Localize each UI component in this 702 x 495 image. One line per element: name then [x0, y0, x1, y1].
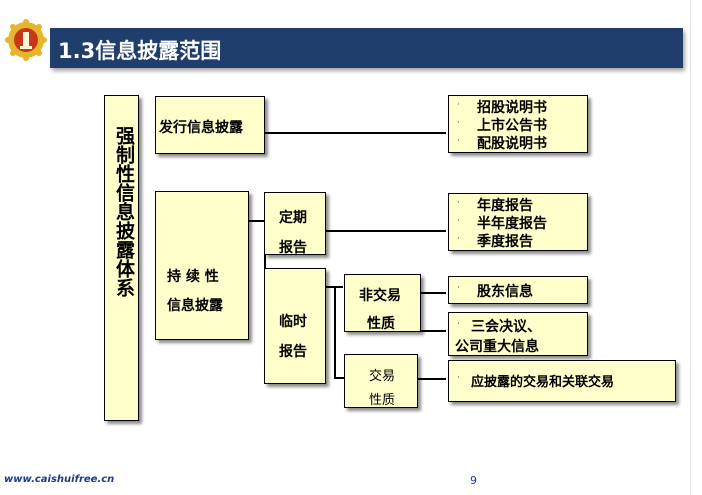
- issuance-label: 发行信息披露: [159, 120, 243, 136]
- connector: [325, 230, 446, 232]
- periodic-doc-item: 半年度报告: [477, 216, 547, 232]
- connector: [420, 292, 446, 294]
- shareholder-info-label: 股东信息: [477, 284, 533, 300]
- root-label: 强制性信息披露体系: [113, 126, 135, 297]
- issuance-box: 发行信息披露: [155, 96, 265, 154]
- connector: [334, 286, 336, 378]
- meetings-info-label-2: 公司重大信息: [455, 339, 539, 355]
- ongoing-label-2: 信息披露: [167, 298, 223, 314]
- interim-label-2: 报告: [279, 344, 307, 360]
- meetings-info-box: · 三会决议、 公司重大信息: [448, 312, 588, 356]
- trading-disclosure-box: · 应披露的交易和关联交易: [448, 360, 676, 402]
- periodic-label-1: 定期: [279, 210, 307, 226]
- root-box: 强制性信息披露体系: [104, 95, 139, 421]
- issuance-docs-box: · 招股说明书 · 上市公告书 · 配股说明书: [448, 95, 588, 153]
- interim-box: 临时 报告: [264, 268, 326, 384]
- ongoing-label-1: 持 续 性: [167, 269, 219, 285]
- ongoing-box: 持 续 性 信息披露: [155, 191, 249, 340]
- periodic-box: 定期 报告: [264, 192, 326, 256]
- periodic-label-2: 报告: [279, 240, 307, 256]
- connector: [417, 378, 446, 380]
- issuance-doc-item: 招股说明书: [477, 100, 547, 116]
- trading-label-1: 交易: [369, 369, 396, 384]
- trading-box: 交易 性质: [344, 354, 418, 408]
- non-trading-label-1: 非交易: [359, 288, 401, 304]
- issuance-doc-item: 上市公告书: [477, 118, 547, 134]
- page-title: 1.3信息披露范围: [58, 39, 222, 63]
- non-trading-label-2: 性质: [367, 316, 395, 332]
- periodic-doc-item: 年度报告: [477, 198, 533, 214]
- meetings-info-label-1: 三会决议、: [471, 319, 541, 335]
- connector: [420, 330, 446, 332]
- periodic-doc-item: 季度报告: [477, 234, 533, 250]
- trading-disclosure-label: 应披露的交易和关联交易: [471, 375, 615, 390]
- slide-edge-line: [690, 0, 691, 495]
- connector: [264, 132, 446, 134]
- page-number: 9: [470, 474, 477, 487]
- logo-icon: [5, 19, 47, 61]
- interim-label-1: 临时: [279, 314, 307, 330]
- shareholder-info-box: · 股东信息: [448, 276, 588, 304]
- non-trading-box: 非交易 性质: [344, 274, 421, 332]
- header-bar: 1.3信息披露范围: [50, 28, 683, 68]
- trading-label-2: 性质: [369, 393, 396, 408]
- connector: [334, 377, 344, 379]
- footer-url: www.caishuifree.cn: [4, 474, 115, 485]
- periodic-docs-box: · 年度报告 · 半年度报告 · 季度报告: [448, 193, 588, 251]
- connector: [247, 220, 265, 222]
- issuance-doc-item: 配股说明书: [477, 136, 547, 152]
